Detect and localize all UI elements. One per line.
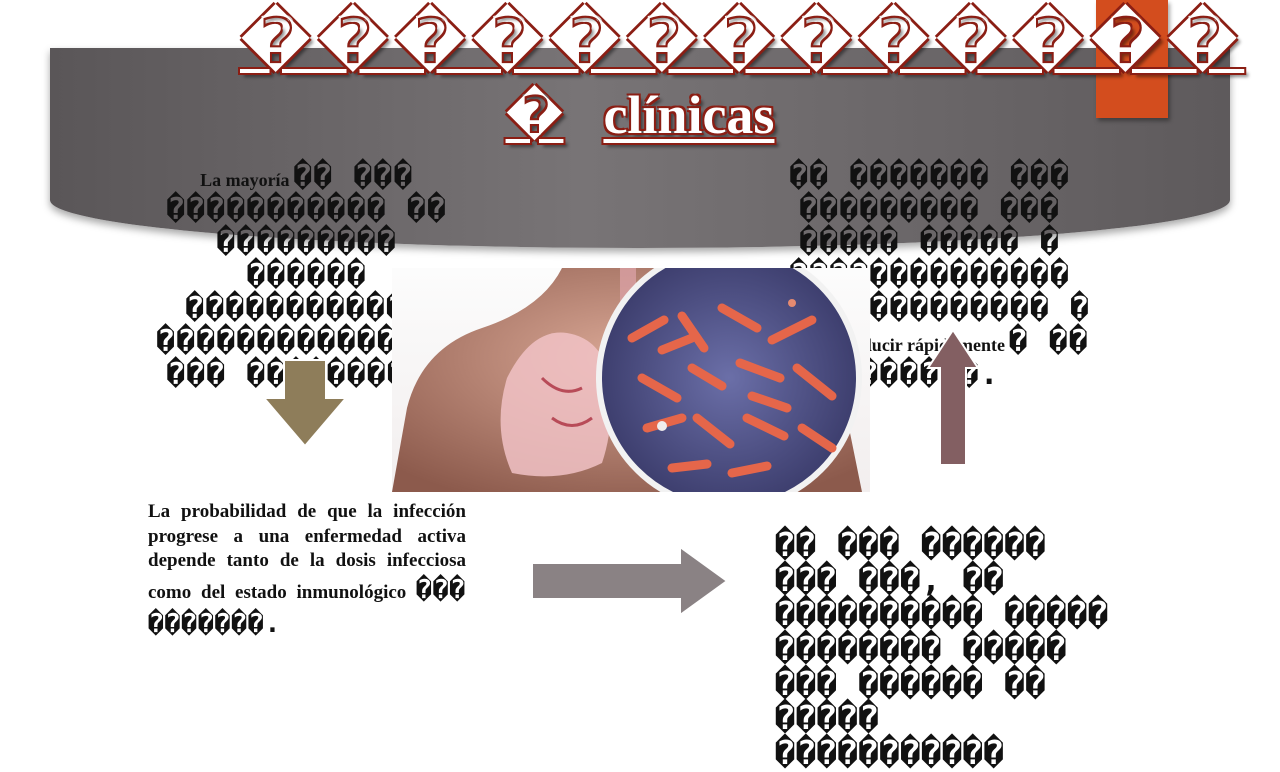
orange-accent-bar (1096, 0, 1168, 118)
title-word: clínicas (603, 85, 775, 145)
text-bottom-right: �� ��� ������ ��� ���, �� ���������� ���… (775, 525, 1125, 772)
text-bottom-left-garbled: ��� �������. (148, 575, 467, 639)
title-line-2: �clínicas (240, 88, 1040, 142)
slide-title: ������������� �clínicas (240, 5, 1245, 142)
title-banner (50, 48, 1230, 248)
text-top-right-garbled-1: �� ������� ��� ��������� ��� ����� �����… (769, 159, 1091, 326)
title-line-1: ������������� (240, 5, 1245, 79)
text-top-left-lead: La mayoría (200, 170, 290, 190)
text-top-left-garbled-1: �� ��� ����������� �� ��������� ������ �… (166, 159, 448, 326)
title-symbol: � (505, 86, 564, 146)
up-arrow-icon (926, 328, 980, 466)
tuberculosis-lungs-illustration (392, 268, 870, 492)
text-bottom-right-garbled: �� ��� ������ ��� ���, �� ���������� ���… (775, 525, 1109, 772)
text-bottom-left-body: La probabilidad de que la infección prog… (148, 501, 466, 604)
down-arrow-icon (262, 359, 348, 448)
right-arrow-icon (531, 545, 729, 617)
text-bottom-left: La probabilidad de que la infección prog… (148, 500, 466, 642)
